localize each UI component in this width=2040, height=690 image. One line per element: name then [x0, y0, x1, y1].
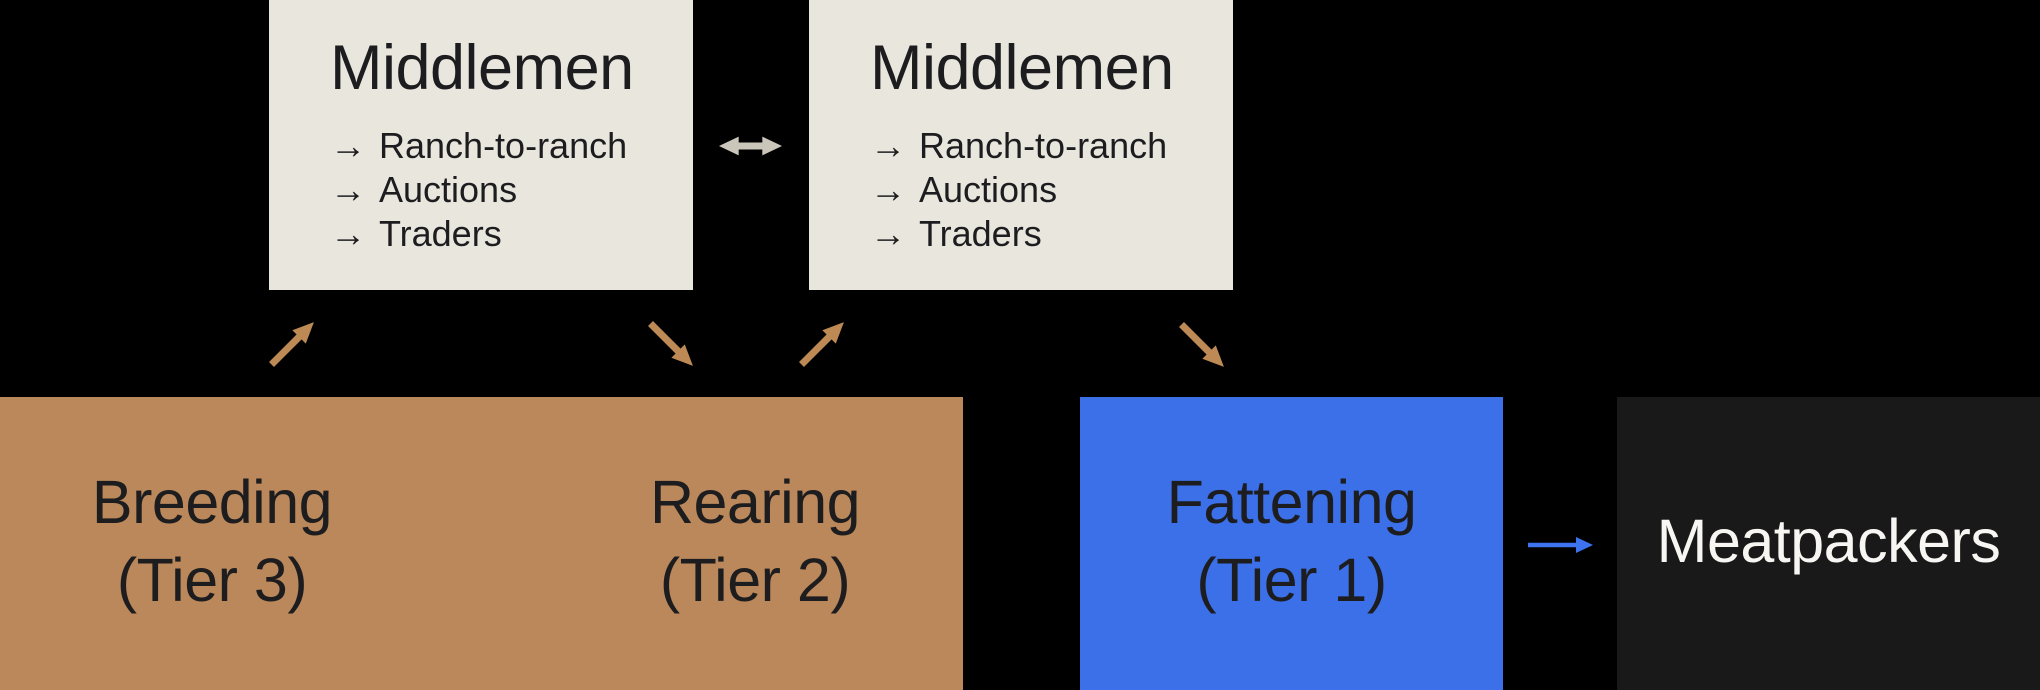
list-item: → Auctions: [330, 168, 673, 212]
list-item-label: Traders: [919, 213, 1042, 254]
middlemen-channel-list: → Ranch-to-ranch → Auctions → Traders: [870, 124, 1213, 256]
arrow-bullet-icon: →: [330, 213, 366, 254]
meatpackers-box: Meatpackers: [1617, 397, 2040, 690]
arrow-breeding-to-middlemen-icon: [269, 322, 314, 367]
list-item-label: Ranch-to-ranch: [919, 125, 1168, 166]
box-title: Middlemen: [870, 33, 1174, 103]
list-item-label: Traders: [379, 213, 502, 254]
stage-name: Rearing: [649, 468, 861, 536]
stage-tier: (Tier 1): [1196, 546, 1387, 614]
arrow-bullet-icon: →: [870, 169, 906, 210]
list-item-label: Auctions: [379, 169, 518, 210]
stage-label-rearing: Rearing (Tier 2): [543, 463, 967, 619]
stage-label-fattening: Fattening (Tier 1): [1080, 463, 1503, 619]
arrow-bullet-icon: →: [870, 213, 906, 254]
arrow-bullet-icon: →: [870, 125, 906, 166]
list-item: → Ranch-to-ranch: [870, 124, 1213, 168]
middlemen-box-left: Middlemen → Ranch-to-ranch → Auctions → …: [269, 0, 693, 290]
middlemen-box-right: Middlemen → Ranch-to-ranch → Auctions → …: [809, 0, 1233, 290]
middlemen-channel-list: → Ranch-to-ranch → Auctions → Traders: [330, 124, 673, 256]
list-item: → Traders: [870, 212, 1213, 256]
stage-name: Meatpackers: [1656, 507, 2001, 575]
arrow-middlemen-to-rearing-icon: [648, 321, 693, 366]
list-item-label: Auctions: [919, 169, 1058, 210]
stage-label-meatpackers: Meatpackers: [1617, 502, 2040, 580]
box-title: Middlemen: [330, 33, 634, 103]
stage-name: Fattening: [1166, 468, 1417, 536]
list-item: → Ranch-to-ranch: [330, 124, 673, 168]
list-item: → Auctions: [870, 168, 1213, 212]
fattening-box: Fattening (Tier 1): [1080, 397, 1503, 690]
stage-label-breeding: Breeding (Tier 3): [0, 463, 424, 619]
breeding-rearing-box: Breeding (Tier 3) Rearing (Tier 2): [0, 397, 963, 690]
stage-name: Breeding: [91, 468, 333, 536]
arrow-middlemen-to-fattening-icon: [1179, 322, 1224, 367]
stage-tier: (Tier 3): [116, 546, 308, 614]
stage-tier: (Tier 2): [659, 546, 851, 614]
arrow-rearing-to-middlemen-icon: [799, 322, 844, 367]
list-item: → Traders: [330, 212, 673, 256]
list-item-label: Ranch-to-ranch: [379, 125, 628, 166]
arrow-bullet-icon: →: [330, 125, 366, 166]
bidirectional-arrow-icon: [718, 136, 783, 156]
arrow-bullet-icon: →: [330, 169, 366, 210]
arrow-fattening-to-meatpackers-icon: [1528, 537, 1593, 553]
